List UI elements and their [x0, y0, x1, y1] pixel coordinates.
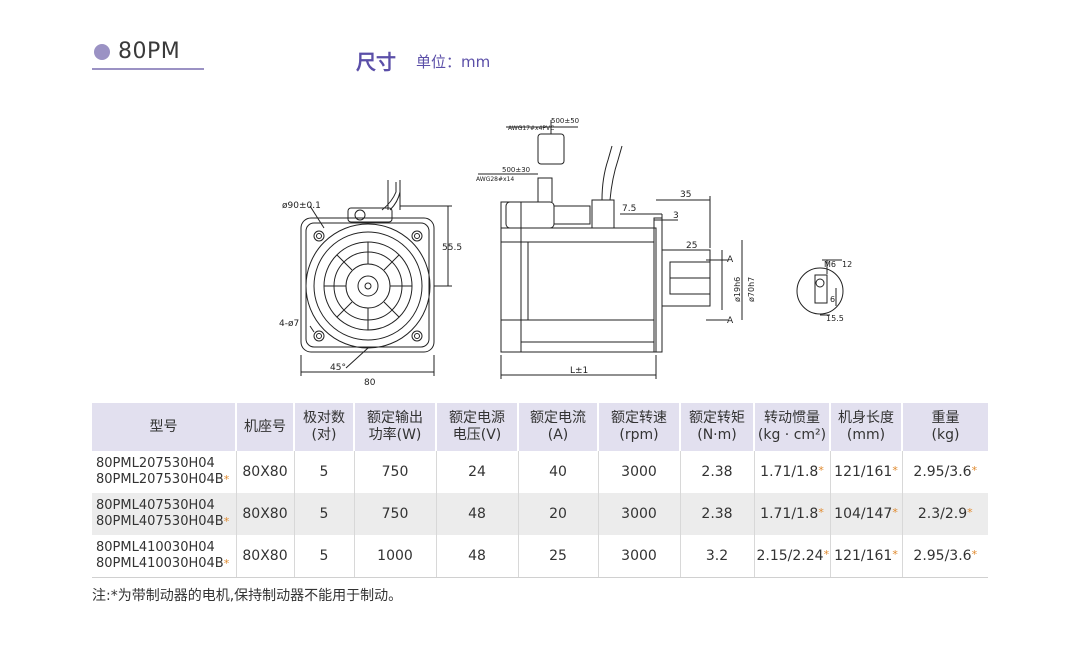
- flange-circle-label: ø90±0.1: [282, 201, 321, 211]
- power-cell: 1000: [354, 535, 437, 578]
- dimension-drawing: ø90±0.1 55.5 4-ø7 45° 80 500±50 AWG17#x4…: [270, 110, 870, 394]
- poles-cell: 5: [294, 493, 355, 535]
- speed-cell: 3000: [598, 451, 681, 493]
- footnote: 注:*为带制动器的电机,保持制动器不能用于制动。: [92, 588, 403, 604]
- length-cell: 104/147*: [830, 493, 903, 535]
- cable1-length-label: 500±50: [551, 117, 579, 125]
- shaft-dia-label: ø19h6: [733, 277, 742, 302]
- header-model: 型号: [92, 403, 237, 451]
- key-length-label: 25: [686, 241, 697, 251]
- key-depth-label: 15.5: [826, 314, 844, 323]
- cable2-spec-label: AWG28#x14: [476, 176, 514, 183]
- header-power: 额定输出功率(W): [354, 403, 437, 451]
- section-view: [796, 259, 844, 316]
- inertia-cell: 2.15/2.24*: [754, 535, 831, 578]
- torque-cell: 2.38: [680, 493, 755, 535]
- table-header-row: 型号 机座号 极对数(对) 额定输出功率(W) 额定电源电压(V) 额定电流(A…: [92, 403, 988, 451]
- motor-drawing-svg: ø90±0.1 55.5 4-ø7 45° 80 500±50 AWG17#x4…: [279, 117, 852, 388]
- front-view: [300, 180, 452, 376]
- inertia-cell: 1.71/1.8*: [754, 493, 831, 535]
- side-view: [478, 120, 743, 379]
- inertia-cell: 1.71/1.8*: [754, 451, 831, 493]
- section-mark-top: A: [727, 255, 734, 265]
- frame-cell: 80X80: [236, 451, 295, 493]
- power-cell: 750: [354, 493, 437, 535]
- header-inertia: 转动惯量(kg · cm²): [754, 403, 831, 451]
- spec-table: 型号 机座号 极对数(对) 额定输出功率(W) 额定电源电压(V) 额定电流(A…: [92, 403, 988, 578]
- thread-depth-label: 12: [842, 260, 852, 269]
- unit-label: 单位：mm: [416, 53, 491, 71]
- header-voltage: 额定电源电压(V): [436, 403, 519, 451]
- header-weight: 重量(kg): [902, 403, 988, 451]
- weight-cell: 2.95/3.6*: [902, 451, 988, 493]
- holes-label: 4-ø7: [279, 319, 299, 329]
- torque-cell: 2.38: [680, 451, 755, 493]
- poles-cell: 5: [294, 451, 355, 493]
- frame-cell: 80X80: [236, 535, 295, 578]
- current-cell: 20: [518, 493, 599, 535]
- length-cell: 121/161*: [830, 451, 903, 493]
- angle-label: 45°: [330, 363, 346, 373]
- header-length: 机身长度(mm): [830, 403, 903, 451]
- flange-to-key-label: 7.5: [622, 204, 636, 214]
- voltage-cell: 24: [436, 451, 519, 493]
- length-cell: 121/161*: [830, 535, 903, 578]
- weight-cell: 2.3/2.9*: [902, 493, 988, 535]
- bullet-dot-icon: [94, 44, 110, 60]
- header-speed: 额定转速(rpm): [598, 403, 681, 451]
- model-title-block: 80PM: [92, 38, 204, 70]
- cable1-spec-label: AWG17#x4PVC: [508, 125, 554, 132]
- spigot-dia-label: ø70h7: [747, 277, 756, 302]
- model-title: 80PM: [118, 39, 181, 64]
- torque-cell: 3.2: [680, 535, 755, 578]
- key-width-label: 6: [830, 295, 835, 304]
- current-cell: 40: [518, 451, 599, 493]
- frame-cell: 80X80: [236, 493, 295, 535]
- height-dim-label: 55.5: [442, 243, 462, 253]
- cable2-length-label: 500±30: [502, 166, 530, 174]
- speed-cell: 3000: [598, 493, 681, 535]
- voltage-cell: 48: [436, 535, 519, 578]
- poles-cell: 5: [294, 535, 355, 578]
- speed-cell: 3000: [598, 535, 681, 578]
- thread-label: M6: [824, 260, 836, 269]
- header-torque: 额定转矩(N·m): [680, 403, 755, 451]
- dimension-title: 尺寸: [356, 50, 396, 74]
- current-cell: 25: [518, 535, 599, 578]
- voltage-cell: 48: [436, 493, 519, 535]
- body-length-label: L±1: [570, 366, 588, 376]
- width-dim-label: 80: [364, 378, 376, 388]
- header-current: 额定电流(A): [518, 403, 599, 451]
- header-poles: 极对数(对): [294, 403, 355, 451]
- shaft-total-label: 35: [680, 190, 691, 200]
- power-cell: 750: [354, 451, 437, 493]
- section-mark-bottom: A: [727, 316, 734, 326]
- weight-cell: 2.95/3.6*: [902, 535, 988, 578]
- flange-thk-label: 3: [673, 211, 679, 221]
- header-frame: 机座号: [236, 403, 295, 451]
